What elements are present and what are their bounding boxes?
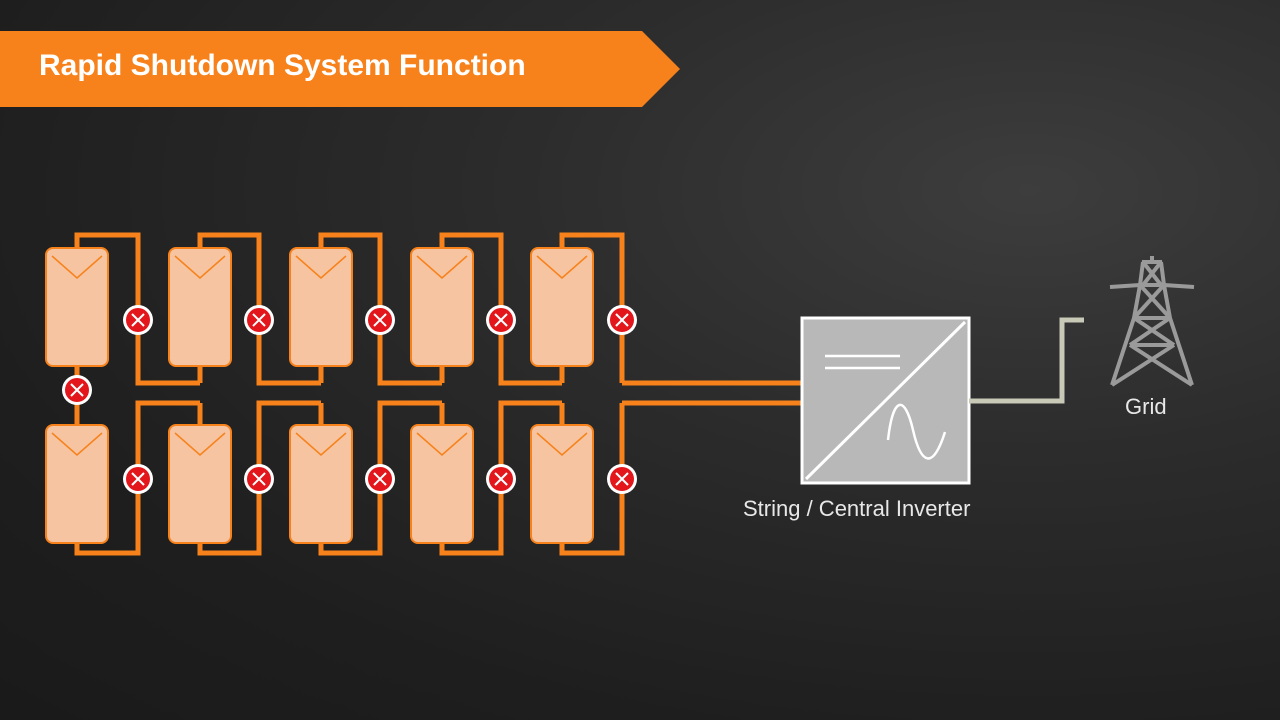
panel-body bbox=[45, 247, 109, 367]
solar-panel-icon bbox=[289, 247, 353, 367]
solar-panel-icon bbox=[410, 247, 474, 367]
panel-body bbox=[410, 424, 474, 544]
panel-body bbox=[530, 424, 594, 544]
device-x-stroke bbox=[252, 313, 266, 327]
panel-mark bbox=[174, 255, 226, 279]
panel-body bbox=[289, 424, 353, 544]
shutdown-device-x-circle-icon bbox=[244, 305, 274, 335]
inverter-label: String / Central Inverter bbox=[743, 496, 971, 521]
solar-panel-icon bbox=[530, 424, 594, 544]
shutdown-device-x-circle-icon bbox=[244, 464, 274, 494]
solar-panel-icon bbox=[289, 424, 353, 544]
wire-segment bbox=[197, 400, 321, 556]
ac-wire bbox=[969, 317, 1084, 404]
panel-body bbox=[168, 247, 232, 367]
solar-panel-icon bbox=[168, 424, 232, 544]
device-x-stroke bbox=[494, 313, 508, 327]
wire-segment bbox=[439, 232, 562, 386]
panel-mark bbox=[51, 432, 103, 456]
panel-body bbox=[168, 424, 232, 544]
device-x-stroke bbox=[373, 472, 387, 486]
grid-label: Grid bbox=[1125, 394, 1167, 419]
shutdown-devices bbox=[62, 305, 637, 494]
device-x-stroke bbox=[615, 472, 629, 486]
shutdown-device-x-circle-icon bbox=[486, 464, 516, 494]
panel-mark bbox=[51, 255, 103, 279]
panel-body bbox=[410, 247, 474, 367]
solar-panel-array bbox=[45, 247, 594, 544]
wire-segment bbox=[439, 400, 562, 556]
inverter-icon bbox=[800, 316, 971, 485]
wire-segment bbox=[74, 400, 200, 556]
wire-segment bbox=[318, 232, 442, 386]
panel-body bbox=[289, 247, 353, 367]
solar-panel-icon bbox=[530, 247, 594, 367]
device-x-stroke bbox=[494, 472, 508, 486]
panel-mark bbox=[536, 432, 588, 456]
shutdown-device-x-circle-icon bbox=[486, 305, 516, 335]
shutdown-device-x-circle-icon bbox=[365, 464, 395, 494]
solar-panel-icon bbox=[45, 424, 109, 544]
shutdown-device-x-circle-icon bbox=[123, 305, 153, 335]
title-banner-arrow bbox=[0, 31, 680, 107]
device-x-stroke bbox=[615, 313, 629, 327]
panel-mark bbox=[295, 432, 347, 456]
title-banner: Rapid Shutdown System Function bbox=[0, 31, 680, 107]
device-x-stroke bbox=[373, 313, 387, 327]
power-tower-icon bbox=[1109, 256, 1195, 387]
panel-mark bbox=[536, 255, 588, 279]
panel-mark bbox=[416, 432, 468, 456]
wire-segment bbox=[197, 232, 321, 386]
panel-body bbox=[530, 247, 594, 367]
solar-panel-icon bbox=[45, 247, 109, 367]
wire-segment bbox=[74, 232, 200, 386]
panel-mark bbox=[174, 432, 226, 456]
panel-mark bbox=[295, 255, 347, 279]
shutdown-device-x-circle-icon bbox=[123, 464, 153, 494]
shutdown-device-x-circle-icon bbox=[365, 305, 395, 335]
device-x-stroke bbox=[252, 472, 266, 486]
shutdown-device-x-circle-icon bbox=[607, 464, 637, 494]
shutdown-device-x-circle-icon bbox=[607, 305, 637, 335]
wire-segment bbox=[318, 400, 442, 556]
device-x-stroke bbox=[70, 383, 84, 397]
solar-panel-icon bbox=[168, 247, 232, 367]
device-x-stroke bbox=[131, 472, 145, 486]
device-x-stroke bbox=[131, 313, 145, 327]
solar-panel-icon bbox=[410, 424, 474, 544]
panel-mark bbox=[416, 255, 468, 279]
panel-body bbox=[45, 424, 109, 544]
page-title: Rapid Shutdown System Function bbox=[39, 49, 526, 82]
shutdown-device-x-circle-icon bbox=[62, 375, 92, 405]
